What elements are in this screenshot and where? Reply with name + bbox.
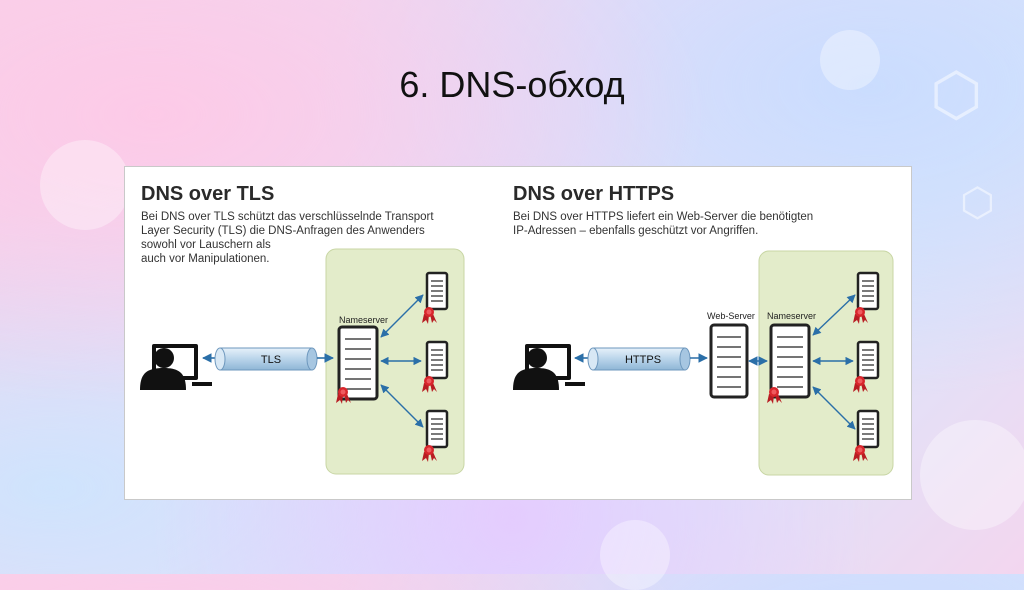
user-computer-icon	[140, 344, 212, 390]
server-icon	[425, 271, 449, 311]
background-bokeh	[40, 140, 130, 230]
tls-tube	[214, 347, 318, 371]
user-computer-icon	[513, 344, 585, 390]
dns-diagram: DNS over TLS Bei DNS over TLS schützt da…	[124, 166, 912, 500]
tls-tube-label: TLS	[261, 354, 281, 366]
tls-desc-line: auch vor Manipulationen.	[141, 253, 270, 265]
connection-arrow	[812, 294, 856, 336]
https-desc-line: Bei DNS over HTTPS liefert ein Web-Serve…	[513, 211, 813, 223]
background-hexagon: ⬡	[960, 180, 995, 226]
slide-title: 6. DNS-обход	[399, 64, 625, 105]
server-icon	[425, 340, 449, 380]
connection-arrow	[380, 384, 424, 428]
tls-desc-line: Bei DNS over TLS schützt das verschlüsse…	[141, 211, 434, 223]
https-nameserver-icon	[769, 323, 811, 399]
tls-desc-line: Layer Security (TLS) die DNS-Anfragen de…	[141, 225, 425, 237]
https-nameserver-label: Nameserver	[767, 311, 816, 321]
tls-desc-line: sowohl vor Lauschern als	[141, 239, 271, 251]
https-heading: DNS over HTTPS	[513, 183, 674, 205]
background-bokeh	[820, 30, 880, 90]
connection-arrow	[380, 294, 424, 338]
server-icon	[856, 271, 880, 311]
connection-arrow	[812, 386, 856, 430]
background-bokeh	[920, 420, 1024, 530]
https-desc-line: IP-Adressen – ebenfalls geschützt vor An…	[513, 225, 758, 237]
https-tube-label: HTTPS	[625, 354, 661, 366]
server-icon	[856, 340, 880, 380]
tls-nameserver-label: Nameserver	[339, 315, 388, 325]
https-tube	[587, 347, 691, 371]
background-bokeh	[600, 520, 670, 590]
web-server-icon	[709, 323, 749, 399]
server-icon	[425, 409, 449, 449]
tls-nameserver-icon	[337, 325, 379, 401]
server-icon	[856, 409, 880, 449]
tls-heading: DNS over TLS	[141, 183, 274, 205]
background-hexagon: ⬡	[930, 60, 983, 130]
webserver-label: Web-Server	[707, 311, 755, 321]
